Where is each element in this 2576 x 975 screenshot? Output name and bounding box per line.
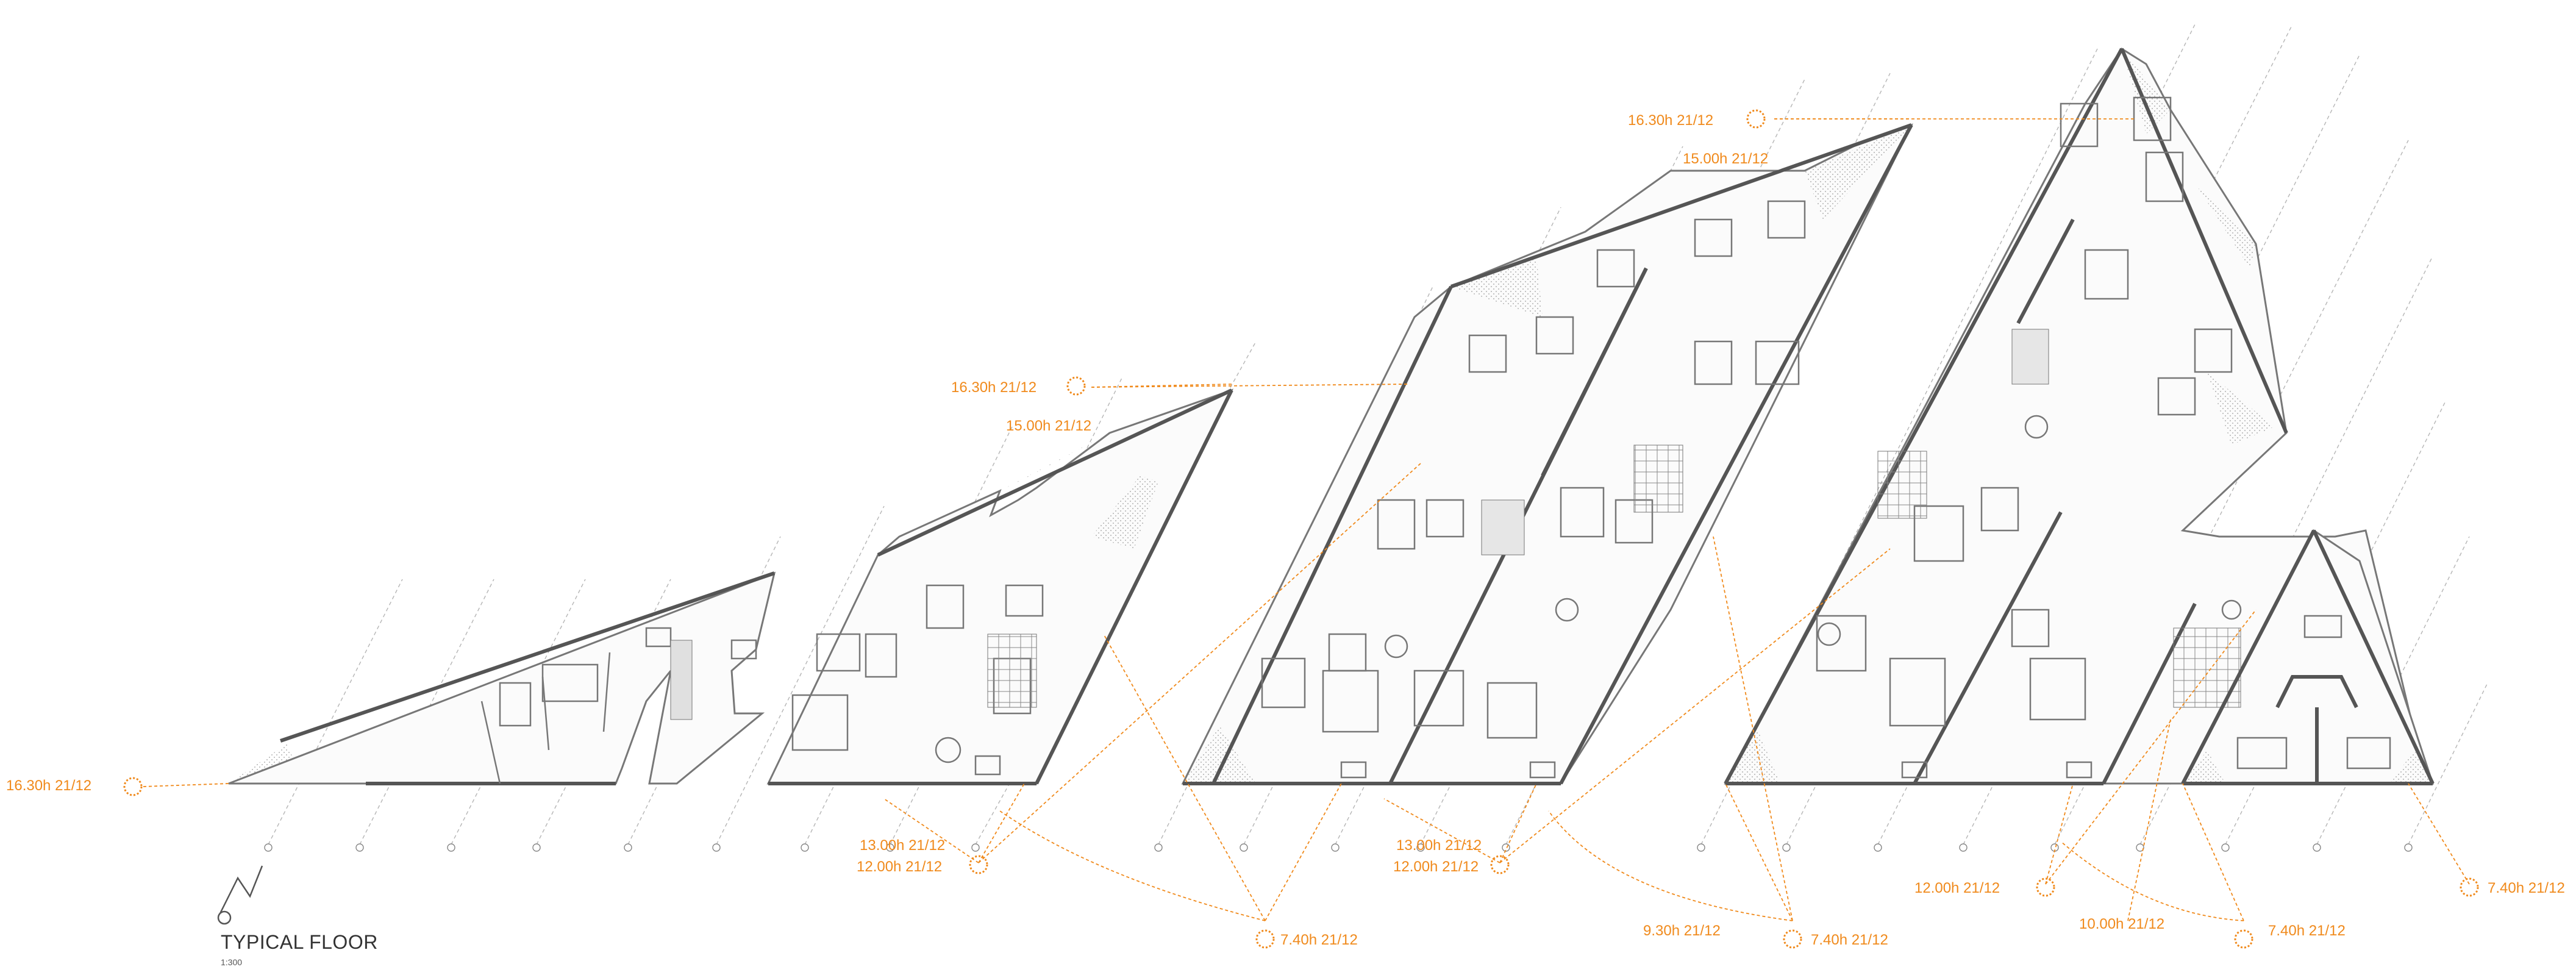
sun-label: 10.00h 21/12 <box>2079 916 2165 932</box>
sun-label: 16.30h 21/12 <box>6 777 92 794</box>
sun-label: 15.00h 21/12 <box>1683 151 1769 167</box>
sun-ray-lines <box>143 118 2470 921</box>
north-arrow-icon <box>217 865 263 925</box>
sun-label: 7.40h 21/12 <box>2488 880 2565 896</box>
grid-markers <box>264 843 2413 852</box>
drawing-scale: 1:300 <box>221 957 243 967</box>
sun-label: 13.00h 21/12 <box>860 837 946 854</box>
sun-label: 15.00h 21/12 <box>1006 418 1092 434</box>
sun-label: 16.30h 21/12 <box>951 379 1037 396</box>
sun-label: 7.40h 21/12 <box>1811 932 1888 948</box>
sun-label: 7.40h 21/12 <box>2268 923 2346 939</box>
sun-icon <box>123 109 2479 949</box>
building-1 <box>228 388 1233 785</box>
building-3 <box>1724 47 2428 785</box>
building-2 <box>1181 123 1913 785</box>
sun-label: 13.00h 21/12 <box>1396 837 1482 854</box>
building-4 <box>2173 529 2435 785</box>
sun-label: 16.30h 21/12 <box>1628 112 1714 129</box>
drawing-title: TYPICAL FLOOR <box>221 931 378 953</box>
sun-label: 12.00h 21/12 <box>1914 880 2000 896</box>
sun-label: 9.30h 21/12 <box>1643 923 1721 939</box>
sun-label: 12.00h 21/12 <box>1393 859 1479 875</box>
sun-label: 12.00h 21/12 <box>857 859 943 875</box>
sun-label: 7.40h 21/12 <box>1280 932 1358 948</box>
